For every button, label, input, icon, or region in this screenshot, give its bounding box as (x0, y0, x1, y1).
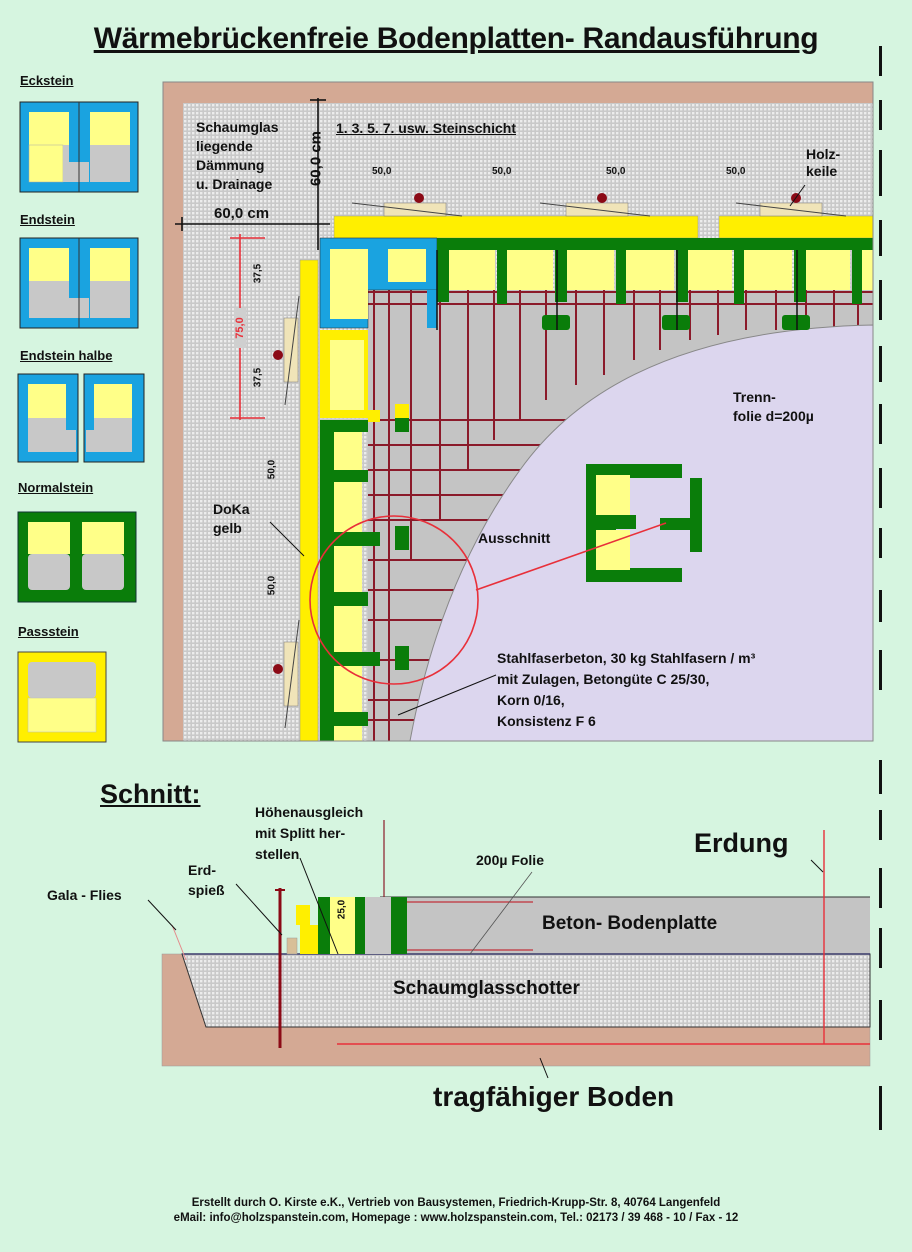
insulation-label-line: Dämmung (196, 157, 265, 173)
footer: Erstellt durch O. Kirste e.K., Vertrieb … (0, 1196, 912, 1226)
detail-circle (309, 515, 479, 685)
normal-blocks-top (436, 238, 873, 330)
insulation-label: Schaumglas liegende Dämmung u. Drainage (196, 118, 278, 194)
end-block-icon (19, 237, 139, 329)
insulation-label-line: liegende (196, 138, 253, 154)
normal-blocks-left (320, 418, 409, 741)
dimension-horizontal-label: 60,0 cm (214, 205, 270, 222)
separation-foil-label: Trenn- folie d=200µ (733, 388, 814, 426)
legend-label-passstein: Passstein (18, 624, 79, 639)
wood-wedges-top (351, 193, 847, 217)
normal-block-icon (17, 511, 137, 603)
half-end-block-icon (17, 373, 145, 463)
wood-wedges-label-line: Holz- (806, 146, 841, 162)
concrete-spec-line: Stahlfaserbeton, 30 kg Stahlfasern / m³ (497, 650, 756, 666)
subsoil-label: tragfähiger Boden (433, 1081, 675, 1112)
legend-label-eckstein: Eckstein (20, 73, 74, 88)
side-dimension-total: 75,0 (234, 308, 246, 348)
spacing-label: 50,0 (492, 166, 512, 177)
section-heading: Schnitt: (100, 779, 201, 809)
legend-label-normalstein: Normalstein (18, 480, 94, 495)
spacing-label: 50,0 (726, 166, 746, 177)
subsoil-leader (539, 1057, 549, 1079)
concrete-leader (397, 674, 497, 716)
legend-label-endstein-halbe: Endstein halbe (20, 348, 113, 363)
plan-view-diagram (162, 81, 874, 742)
corner-block-icon (19, 101, 139, 193)
height-adjust-label-line: mit Splitt her- (255, 825, 346, 841)
detail-label: Ausschnitt (478, 530, 551, 546)
concrete-spec: Stahlfaserbeton, 30 kg Stahlfasern / m³ … (497, 648, 755, 732)
separation-foil-label-line: folie d=200µ (733, 408, 814, 424)
doka-label-line: DoKa (213, 501, 250, 517)
spike-leader (235, 883, 283, 936)
ground-spike-label: Erd- spieß (188, 860, 225, 900)
foil-label: 200µ Folie (476, 852, 544, 868)
doka-formwork-top-2 (718, 215, 873, 239)
spacing-label: 50,0 (606, 166, 626, 177)
height-adjust-label-line: stellen (255, 846, 300, 862)
spacing-label: 50,0 (372, 166, 392, 177)
footer-line-company: Erstellt durch O. Kirste e.K., Vertrieb … (191, 1197, 721, 1209)
slab-label: Beton- Bodenplatte (542, 913, 718, 934)
concrete-spec-line: Korn 0/16, (497, 692, 565, 708)
insulation-label-line: u. Drainage (196, 176, 273, 192)
legend-label-endstein: Endstein (20, 212, 75, 227)
insulation-label-line: Schaumglas (196, 119, 279, 135)
wood-wedges-label-line: keile (806, 163, 838, 179)
wood-wedge-section (286, 937, 298, 955)
wood-wedges-left (273, 295, 300, 729)
wedge-leader (789, 184, 806, 207)
height-adjust-label: Höhenausgleich mit Splitt her- stellen (255, 802, 363, 865)
side-spacing-label: 50,0 (266, 575, 278, 596)
doka-label: DoKa gelb (213, 500, 250, 538)
dimension-vertical-label: 60,0 cm (307, 130, 325, 187)
fit-block-plan (320, 330, 409, 422)
fit-block-icon (17, 651, 107, 743)
footer-line-contact: eMail: info@holzspanstein.com, Homepage … (173, 1212, 739, 1224)
gravel-label: Schaumglasschotter (393, 978, 580, 999)
detail-connector (475, 522, 667, 591)
ground-spike-label-line: Erd- (188, 862, 216, 878)
block-height-label: 25,0 (336, 899, 348, 920)
doka-formwork-section (300, 925, 318, 954)
fill-blocks-left (334, 432, 362, 741)
ground-spike-label-line: spieß (188, 882, 225, 898)
doka-formwork-left (299, 259, 319, 741)
side-dimension-part: 37,5 (252, 367, 264, 388)
doka-leader (269, 521, 305, 557)
doka-label-line: gelb (213, 520, 242, 536)
concrete-spec-line: mit Zulagen, Betongüte C 25/30, (497, 671, 710, 687)
concrete-spec-line: Konsistenz F 6 (497, 713, 596, 729)
height-adjust-leader (299, 857, 339, 955)
layer-caption: 1. 3. 5. 7. usw. Steinschicht (336, 120, 516, 136)
section-view-diagram (147, 820, 871, 1079)
fleece-label: Gala - Flies (47, 887, 122, 903)
height-adjust-label-line: Höhenausgleich (255, 804, 364, 820)
grounding-label: Erdung (694, 828, 789, 858)
doka-formwork-top-1 (333, 215, 699, 239)
separation-foil-label-line: Trenn- (733, 389, 776, 405)
dimension-60cm (175, 98, 330, 250)
wood-wedges-label: Holz- keile (806, 146, 840, 180)
separation-foil-area (409, 324, 873, 741)
side-spacing-label: 50,0 (266, 459, 278, 480)
page-title: Wärmebrückenfreie Bodenplatten- Randausf… (93, 22, 819, 55)
side-dimension-part: 37,5 (252, 263, 264, 284)
concrete-slab-section (380, 897, 870, 954)
detail-cutout (586, 464, 702, 582)
foil-leader (469, 871, 533, 955)
grounding-leader (810, 859, 824, 873)
fleece-leader (147, 899, 177, 931)
